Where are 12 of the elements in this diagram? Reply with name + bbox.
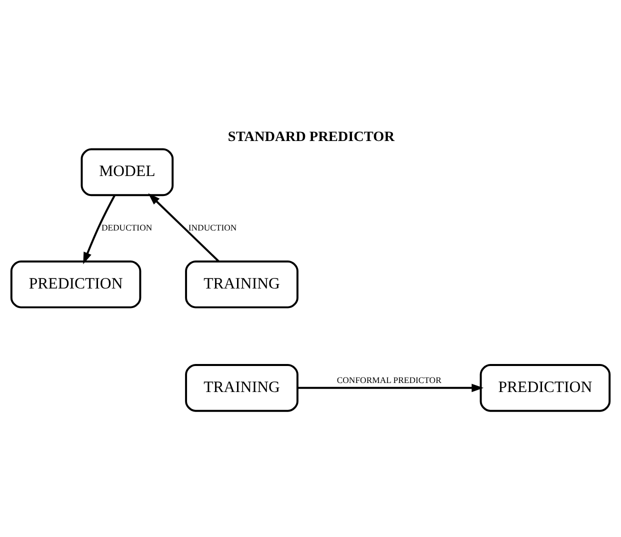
edge-label: CONFORMAL PREDICTOR [336,374,442,385]
edge-label: DEDUCTION [101,222,152,232]
diagram-title: STANDARD PREDICTOR [228,128,395,144]
node-box: TRAINING [185,260,298,308]
arrow [83,194,116,264]
edge-label: INDUCTION [188,222,237,232]
node-box: MODEL [80,148,174,196]
node-box: TRAINING [185,364,298,412]
node-box: PREDICTION [480,364,611,412]
arrow [148,192,220,262]
arrow [298,383,484,392]
node-box: PREDICTION [10,260,142,308]
